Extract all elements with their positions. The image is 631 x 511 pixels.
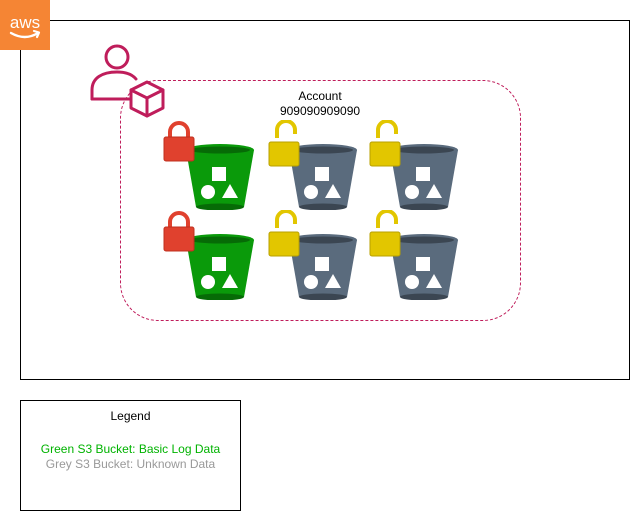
aws-cloud-frame bbox=[20, 20, 630, 380]
account-label: Account 909090909090 bbox=[270, 89, 370, 119]
account-title: Account bbox=[298, 89, 342, 103]
s3-bucket-icon bbox=[186, 234, 254, 300]
open-lock-icon bbox=[268, 210, 300, 257]
account-number: 909090909090 bbox=[279, 104, 361, 118]
bucket-grey-4[interactable] bbox=[364, 210, 464, 300]
bucket-green-1[interactable] bbox=[160, 120, 260, 210]
open-lock-icon bbox=[369, 210, 401, 257]
open-lock-icon bbox=[268, 120, 300, 167]
legend-green-entry: Green S3 Bucket: Basic Log Data bbox=[40, 442, 221, 456]
s3-bucket-icon bbox=[186, 144, 254, 210]
bucket-grey-1[interactable] bbox=[263, 120, 363, 210]
aws-logo-text: aws bbox=[10, 13, 40, 32]
bucket-grey-2[interactable] bbox=[364, 120, 464, 210]
account-group bbox=[120, 80, 521, 321]
s3-bucket-icon bbox=[289, 144, 357, 210]
closed-lock-icon bbox=[163, 211, 195, 252]
legend-box: Legend Green S3 Bucket: Basic Log Data G… bbox=[20, 400, 241, 511]
legend-grey-entry: Grey S3 Bucket: Unknown Data bbox=[45, 457, 216, 471]
s3-bucket-icon bbox=[390, 234, 458, 300]
bucket-grey-3[interactable] bbox=[263, 210, 363, 300]
s3-bucket-icon bbox=[289, 234, 357, 300]
legend-title: Legend bbox=[110, 409, 151, 423]
open-lock-icon bbox=[369, 120, 401, 167]
user-with-package-icon bbox=[90, 44, 165, 118]
bucket-green-2[interactable] bbox=[160, 210, 260, 300]
aws-logo-icon: aws bbox=[0, 0, 50, 50]
s3-bucket-icon bbox=[390, 144, 458, 210]
closed-lock-icon bbox=[163, 121, 195, 162]
